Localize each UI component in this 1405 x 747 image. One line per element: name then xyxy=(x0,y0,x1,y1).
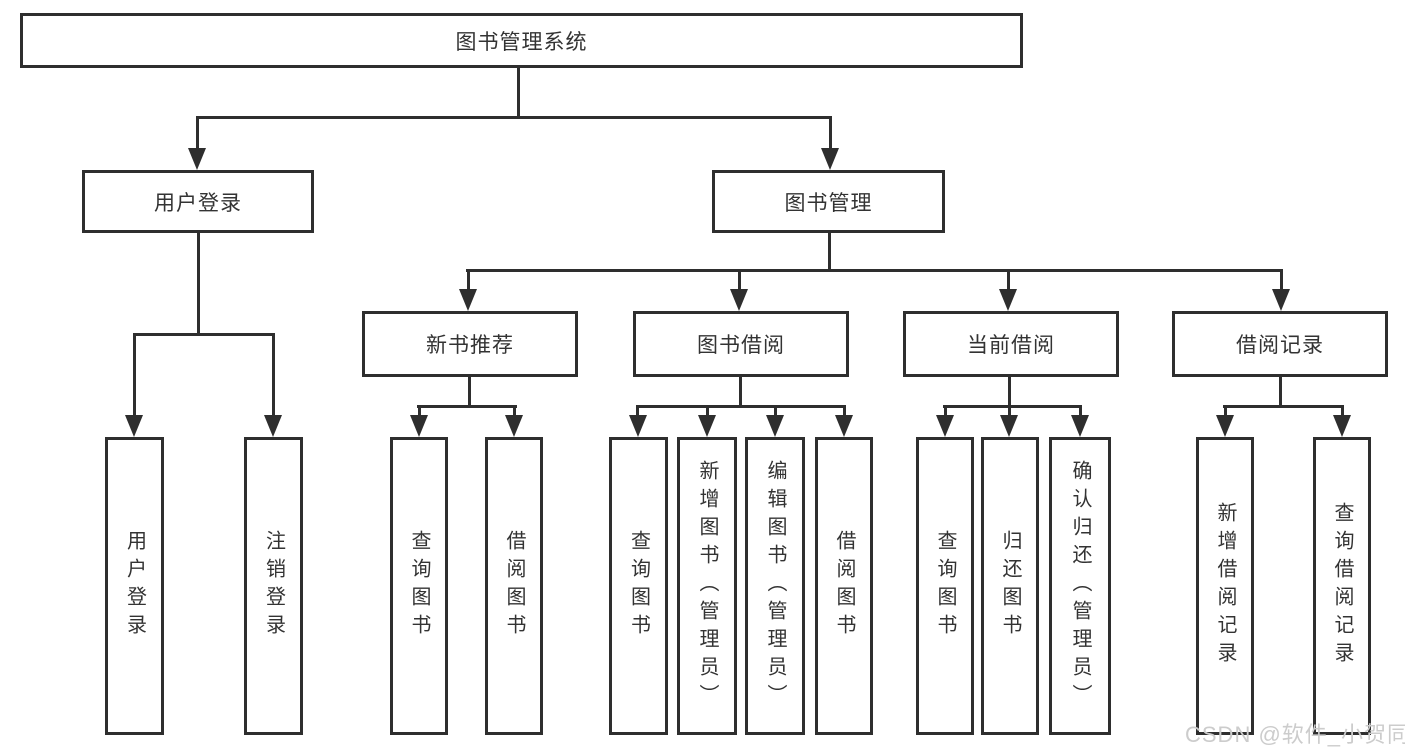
node-root-label: 图书管理系统 xyxy=(455,30,588,54)
leaf-current-return-label: 归还图书 xyxy=(999,530,1021,642)
node-new-books-label: 新书推荐 xyxy=(426,334,514,357)
leaf-current-return: 归还图书 xyxy=(981,437,1039,735)
leaf-logout-label: 注销登录 xyxy=(262,530,285,642)
arrow-down-icon xyxy=(936,415,954,437)
node-current-borrow: 当前借阅 xyxy=(903,311,1119,377)
connector-line xyxy=(829,116,832,150)
arrow-down-icon xyxy=(730,289,748,311)
connector-line xyxy=(272,333,275,416)
leaf-borrow-borrow-label: 借阅图书 xyxy=(833,530,855,642)
leaf-current-query: 查询图书 xyxy=(916,437,974,735)
connector-line xyxy=(943,405,1082,408)
connector-line xyxy=(467,269,470,291)
connector-line xyxy=(1280,269,1283,291)
connector-line xyxy=(133,333,275,336)
arrow-down-icon xyxy=(1333,415,1351,437)
leaf-records-query: 查询借阅记录 xyxy=(1313,437,1371,735)
arrow-down-icon xyxy=(188,148,206,170)
arrow-down-icon xyxy=(1272,289,1290,311)
leaf-borrow-edit-admin-label: 编辑图书（管理员） xyxy=(764,460,786,712)
node-root: 图书管理系统 xyxy=(20,13,1023,68)
connector-line xyxy=(1279,375,1282,408)
node-book-borrow-label: 图书借阅 xyxy=(697,334,785,357)
connector-line xyxy=(944,405,947,417)
arrow-down-icon xyxy=(125,415,143,437)
connector-line xyxy=(196,116,199,150)
connector-line xyxy=(513,405,516,417)
connector-line xyxy=(1008,375,1011,408)
arrow-down-icon xyxy=(766,415,784,437)
leaf-records-add: 新增借阅记录 xyxy=(1196,437,1254,735)
node-borrow-records-label: 借阅记录 xyxy=(1236,334,1324,357)
leaf-current-confirm-admin-label: 确认归还（管理员） xyxy=(1069,460,1091,712)
leaf-newbooks-borrow-label: 借阅图书 xyxy=(503,530,525,642)
connector-line xyxy=(1224,405,1227,417)
connector-line xyxy=(1079,405,1082,417)
connector-line xyxy=(196,116,832,119)
leaf-records-query-label: 查询借阅记录 xyxy=(1331,502,1353,670)
leaf-user-login: 用户登录 xyxy=(105,437,164,735)
arrow-down-icon xyxy=(1216,415,1234,437)
connector-line xyxy=(466,269,1283,272)
leaf-logout: 注销登录 xyxy=(244,437,303,735)
arrow-down-icon xyxy=(1071,415,1089,437)
connector-line xyxy=(636,405,639,417)
node-current-borrow-label: 当前借阅 xyxy=(967,334,1055,357)
connector-line xyxy=(739,375,742,408)
connector-line xyxy=(197,231,200,335)
connector-line xyxy=(1341,405,1344,417)
node-book-mgmt-label: 图书管理 xyxy=(784,191,873,215)
leaf-borrow-edit-admin: 编辑图书（管理员） xyxy=(745,437,805,735)
connector-line xyxy=(738,269,741,291)
connector-line xyxy=(517,67,520,118)
arrow-down-icon xyxy=(1000,415,1018,437)
connector-line xyxy=(468,375,471,408)
arrow-down-icon xyxy=(410,415,428,437)
csdn-watermark: CSDN @软件_小贺同学 xyxy=(1185,722,1405,747)
connector-line xyxy=(706,405,709,417)
leaf-newbooks-query-label: 查询图书 xyxy=(408,530,430,642)
leaf-borrow-borrow: 借阅图书 xyxy=(815,437,873,735)
leaf-borrow-add-admin-label: 新增图书（管理员） xyxy=(696,460,718,712)
connector-line xyxy=(1223,405,1344,408)
leaf-borrow-query-label: 查询图书 xyxy=(627,530,650,642)
connector-line xyxy=(636,405,846,408)
arrow-down-icon xyxy=(999,289,1017,311)
node-user-login-label: 用户登录 xyxy=(154,191,242,215)
connector-line xyxy=(417,405,517,408)
connector-line xyxy=(774,405,777,417)
leaf-borrow-add-admin: 新增图书（管理员） xyxy=(677,437,737,735)
node-new-books: 新书推荐 xyxy=(362,311,578,377)
arrow-down-icon xyxy=(821,148,839,170)
arrow-down-icon xyxy=(835,415,853,437)
leaf-newbooks-query: 查询图书 xyxy=(390,437,448,735)
node-book-mgmt: 图书管理 xyxy=(712,170,945,233)
arrow-down-icon xyxy=(505,415,523,437)
connector-line xyxy=(418,405,421,417)
node-book-borrow: 图书借阅 xyxy=(633,311,849,377)
leaf-current-query-label: 查询图书 xyxy=(934,530,956,642)
arrow-down-icon xyxy=(264,415,282,437)
leaf-user-login-label: 用户登录 xyxy=(123,530,146,642)
connector-line xyxy=(1007,269,1010,291)
arrow-down-icon xyxy=(698,415,716,437)
leaf-newbooks-borrow: 借阅图书 xyxy=(485,437,543,735)
leaf-records-add-label: 新增借阅记录 xyxy=(1214,502,1236,670)
arrow-down-icon xyxy=(459,289,477,311)
node-borrow-records: 借阅记录 xyxy=(1172,311,1388,377)
leaf-borrow-query: 查询图书 xyxy=(609,437,668,735)
connector-line xyxy=(133,333,136,416)
connector-line xyxy=(828,231,831,272)
connector-line xyxy=(1008,405,1011,417)
arrow-down-icon xyxy=(629,415,647,437)
connector-line xyxy=(843,405,846,417)
node-user-login: 用户登录 xyxy=(82,170,314,233)
leaf-current-confirm-admin: 确认归还（管理员） xyxy=(1049,437,1111,735)
